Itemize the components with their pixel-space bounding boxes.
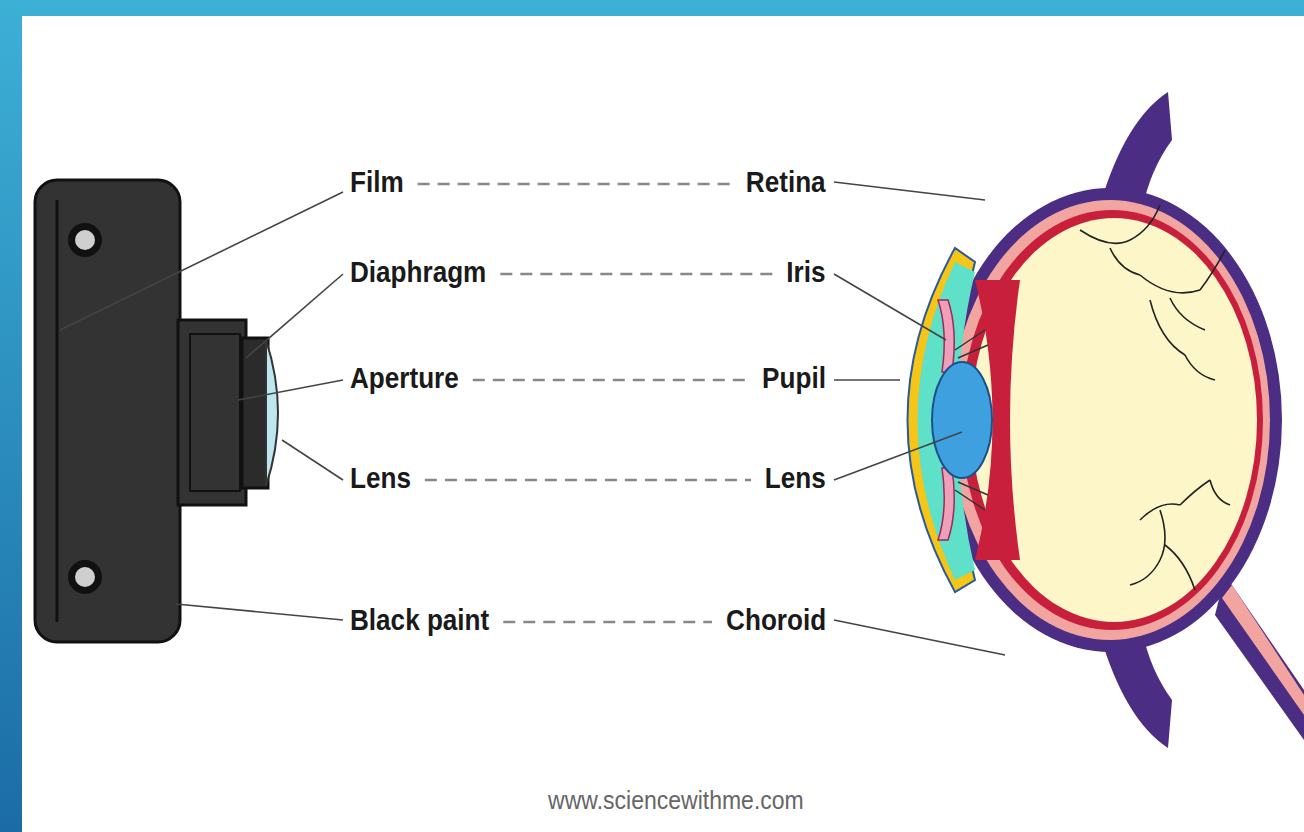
part-label: Lens <box>765 464 826 493</box>
dashed-link <box>425 479 751 482</box>
dashed-links <box>418 184 773 622</box>
part-label: Retina <box>746 168 826 197</box>
part-label: Pupil <box>762 364 826 393</box>
dashed-link <box>473 379 748 382</box>
dashed-link <box>418 183 733 186</box>
dashed-link <box>500 273 772 276</box>
part-label: Lens <box>350 464 411 493</box>
leader-lines <box>60 182 1005 655</box>
camera-drawing <box>35 180 278 642</box>
part-label: Aperture <box>350 364 459 393</box>
part-label: Choroid <box>726 606 826 635</box>
part-label: Diaphragm <box>350 258 486 287</box>
eye-drawing <box>908 92 1304 748</box>
part-label: Black paint <box>350 606 489 635</box>
watermark: www.sciencewithme.com <box>548 788 804 813</box>
dashed-link <box>503 621 712 624</box>
part-label: Iris <box>787 258 826 287</box>
part-label: Film <box>350 168 404 197</box>
